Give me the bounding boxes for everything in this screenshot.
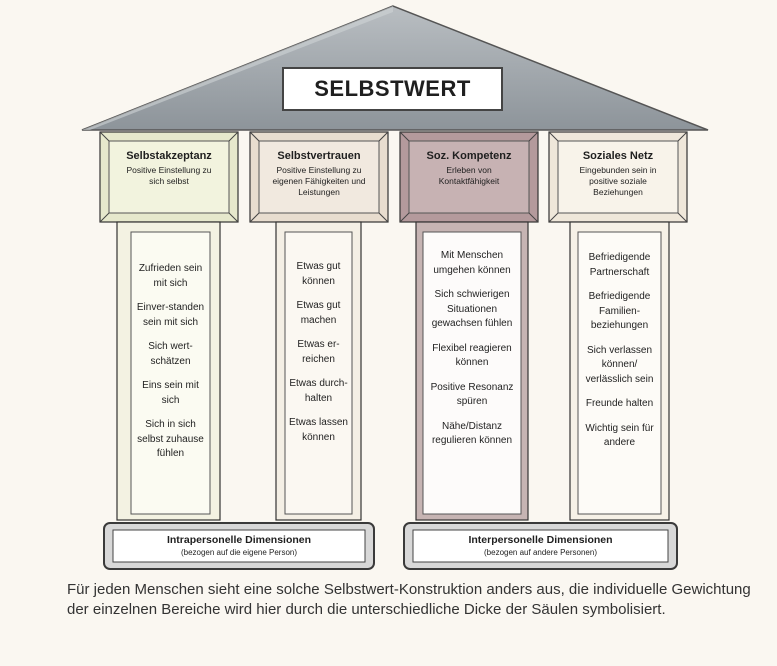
list-item: Etwas lassen können xyxy=(289,417,348,443)
cap-text-soz-kompetenz: Soz. Kompetenz Erleben von Kontaktfähigk… xyxy=(409,150,529,187)
pillar-subtitle: Positive Einstellung zu sich selbst xyxy=(126,165,212,186)
dimension-subtitle: (bezogen auf andere Personen) xyxy=(484,548,597,557)
cap-text-selbstvertrauen: Selbstvertrauen Positive Einstellung zu … xyxy=(259,150,379,198)
pillar-title: Soziales Netz xyxy=(582,150,654,162)
pillar-title: Soz. Kompetenz xyxy=(426,150,512,162)
cap-text-selbstakzeptanz: Selbstakzeptanz Positive Einstellung zu … xyxy=(109,150,229,187)
list-item: Etwas durch-halten xyxy=(289,378,348,404)
pillar-soziales-netz xyxy=(548,131,688,521)
pillar-title: Selbstakzeptanz xyxy=(126,150,212,162)
list-item: Flexibel reagieren können xyxy=(432,342,512,369)
list-item: Nähe/Distanz regulieren können xyxy=(431,420,513,447)
dimension-label-intra: Intrapersonelle Dimensionen (bezogen auf… xyxy=(113,534,365,558)
dimension-label-inter: Interpersonelle Dimensionen (bezogen auf… xyxy=(413,534,668,558)
list-item: Sich wert-schätzen xyxy=(148,341,193,367)
list-item: Zufrieden sein mit sich xyxy=(138,263,203,289)
column-items-selbstvertrauen: Etwas gut können Etwas gut machen Etwas … xyxy=(287,260,350,455)
dimension-title: Interpersonelle Dimensionen xyxy=(468,534,613,546)
pillar-soz-kompetenz xyxy=(399,131,539,521)
cap-text-soziales-netz: Soziales Netz Eingebunden sein in positi… xyxy=(558,150,678,198)
list-item: Freunde halten xyxy=(585,398,654,409)
column-items-soz-kompetenz: Mit Menschen umgehen können Sich schwier… xyxy=(427,249,517,459)
list-item: Eins sein mit sich xyxy=(142,380,199,406)
pillar-subtitle: Eingebunden sein in positive soziale Bez… xyxy=(579,165,657,197)
column-items-soziales-netz: Befriedigende Partnerschaft Befriedigend… xyxy=(582,251,657,461)
list-item: Wichtig sein für andere xyxy=(585,422,654,449)
pillar-title: Selbstvertrauen xyxy=(277,150,361,162)
list-item: Etwas er-reichen xyxy=(297,339,340,365)
pillar-selbstakzeptanz xyxy=(99,131,239,521)
list-item: Einver-standen sein mit sich xyxy=(136,302,205,328)
list-item: Befriedigende Familien-beziehungen xyxy=(588,291,651,331)
roof-title: SELBSTWERT xyxy=(314,76,471,101)
list-item: Positive Resonanz spüren xyxy=(430,381,514,408)
dimension-subtitle: (bezogen auf die eigene Person) xyxy=(180,548,298,557)
list-item: Etwas gut machen xyxy=(296,300,341,326)
column-items-selbstakzeptanz: Zufrieden sein mit sich Einver-standen s… xyxy=(134,262,207,472)
selbstwert-temple-diagram: SELBSTWERT Selbstakzeptanz Positive Eins… xyxy=(81,5,709,570)
list-item: Sich verlassen können/ verlässlich sein xyxy=(585,344,654,385)
list-item: Befriedigende Partnerschaft xyxy=(588,252,651,278)
list-item: Sich schwierigen Situationen gewachsen f… xyxy=(431,289,513,329)
pillar-selbstvertrauen xyxy=(249,131,389,521)
list-item: Mit Menschen umgehen können xyxy=(433,250,511,276)
pillar-subtitle: Erleben von Kontaktfähigkeit xyxy=(438,165,500,186)
pillar-subtitle: Positive Einstellung zu eigenen Fähigkei… xyxy=(272,165,366,197)
list-item: Sich in sich selbst zuhause fühlen xyxy=(137,419,204,459)
temple-graphic xyxy=(81,5,709,570)
figure-caption: Für jeden Menschen sieht eine solche Sel… xyxy=(67,581,751,618)
roof-title-box xyxy=(282,67,503,111)
list-item: Etwas gut können xyxy=(296,261,341,287)
dimension-title: Intrapersonelle Dimensionen xyxy=(166,534,312,546)
